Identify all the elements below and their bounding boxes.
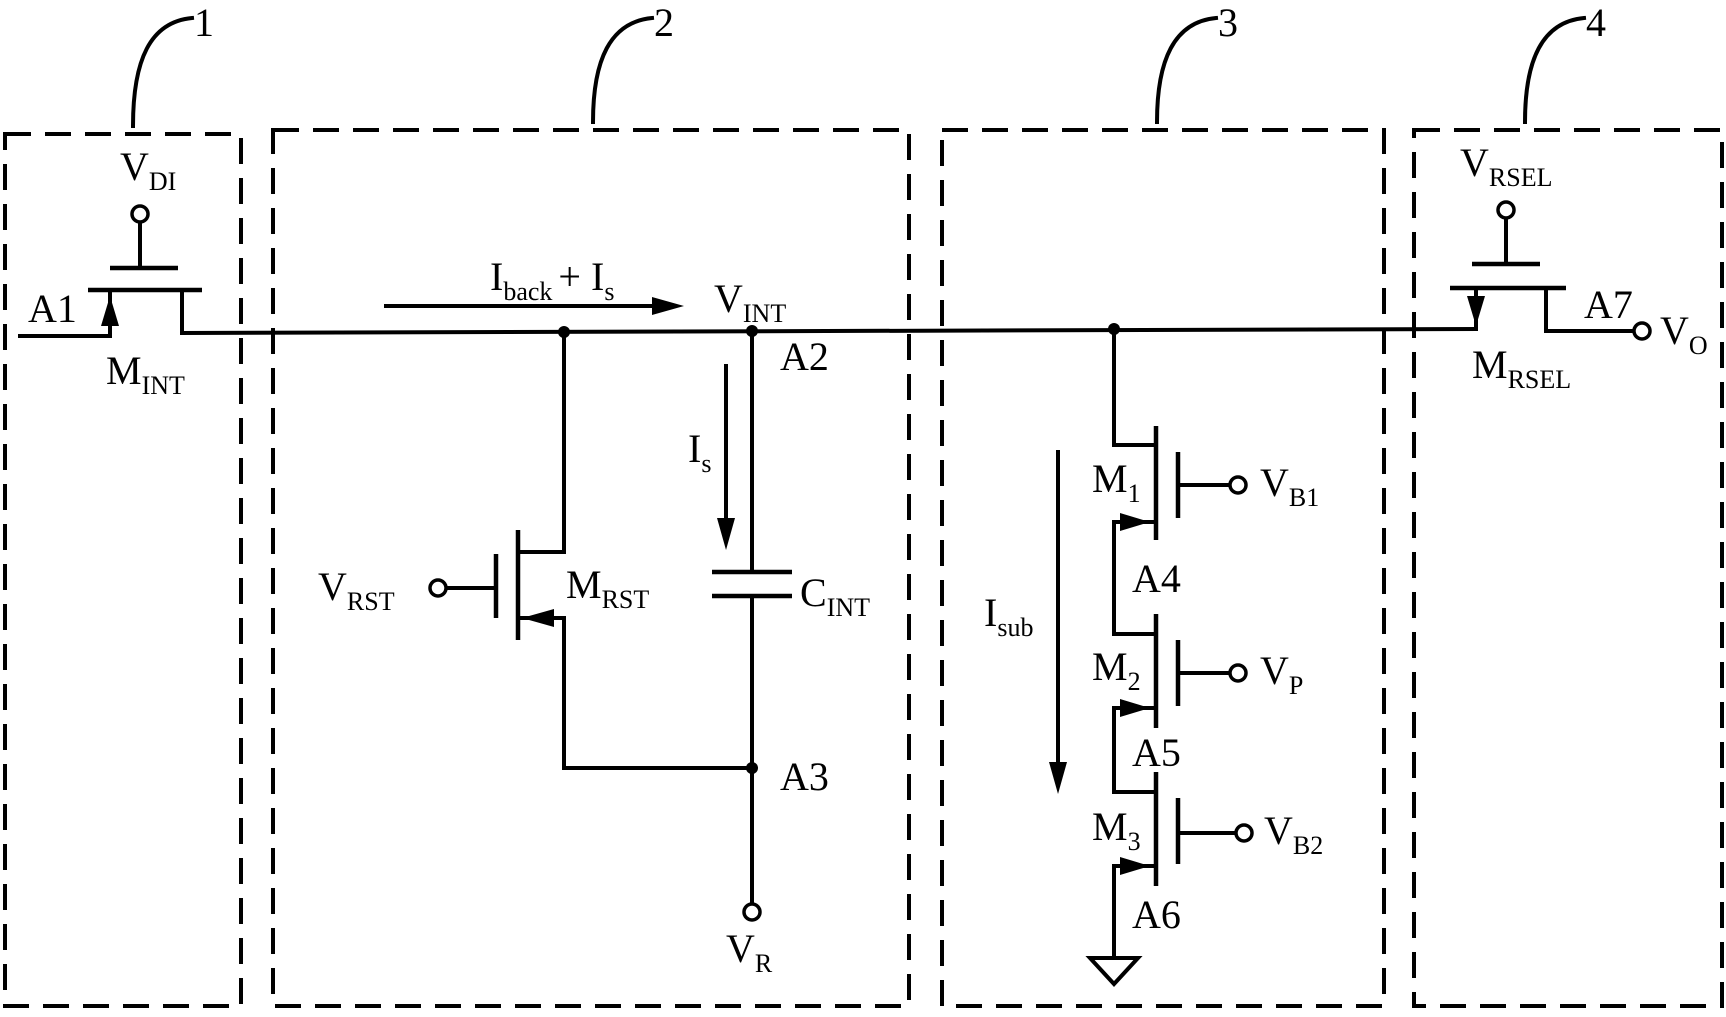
node-a6-label: A6: [1132, 892, 1181, 937]
node-a4-label: A4: [1132, 556, 1181, 601]
block-3-leader: [1154, 15, 1219, 125]
block-4-leader: [1522, 15, 1587, 125]
node-a2-dot: [746, 325, 758, 337]
v-rst-terminal: [428, 578, 448, 598]
v-r-terminal: [742, 902, 762, 922]
v-int-label: VINT: [714, 276, 786, 328]
v-b2-label: VB2: [1264, 808, 1323, 860]
c-int-label: CINT: [800, 570, 870, 622]
i-sub-label: Isub: [984, 590, 1033, 642]
m-rst-transistor: [444, 330, 754, 770]
i-s-label: Is: [688, 426, 711, 478]
v-r-label: VR: [726, 926, 773, 978]
bus-junction-rst: [558, 326, 570, 338]
node-a3-label: A3: [780, 754, 829, 799]
m2-label: M2: [1092, 644, 1141, 696]
v-b1-terminal: [1228, 475, 1248, 495]
ground-icon: [1085, 956, 1143, 987]
block-4-number: 4: [1586, 0, 1606, 45]
block-1-number: 1: [194, 0, 214, 45]
m1-label: M1: [1092, 456, 1141, 508]
v-p-label: VP: [1260, 648, 1303, 700]
v-o-terminal: [1632, 321, 1652, 341]
v-di-terminal: [130, 204, 150, 224]
node-a7-label: A7: [1584, 282, 1633, 327]
m-int-label: MINT: [106, 348, 185, 400]
v-o-label: VO: [1660, 308, 1708, 360]
block-2-leader: [590, 15, 655, 125]
i-back-label: Iback+ Is: [490, 254, 614, 306]
v-di-label: VDI: [120, 144, 176, 196]
block-2-number: 2: [654, 0, 674, 45]
block-4-boundary: [1412, 128, 1724, 1008]
block-3-boundary: [940, 128, 1386, 1008]
block-3-number: 3: [1218, 0, 1238, 45]
node-a3-dot: [746, 762, 758, 774]
m3-label: M3: [1092, 804, 1141, 856]
m-rsel-label: MRSEL: [1472, 342, 1571, 394]
v-b2-terminal: [1234, 823, 1254, 843]
v-b1-label: VB1: [1260, 460, 1319, 512]
node-a2-label: A2: [780, 334, 829, 379]
cascode-stack: [1085, 327, 1236, 987]
block-1-boundary: [3, 132, 243, 1008]
block-1-leader: [130, 15, 195, 129]
block-2-boundary: [271, 128, 911, 1008]
c-int-capacitor: [712, 329, 792, 904]
m-int-transistor: [18, 220, 202, 338]
m-rst-label: MRST: [566, 562, 649, 614]
v-rst-label: VRST: [318, 564, 395, 616]
m-rsel-transistor: [1450, 216, 1634, 333]
node-a5-label: A5: [1132, 730, 1181, 775]
v-rsel-label: VRSEL: [1460, 140, 1552, 192]
v-p-terminal: [1228, 663, 1248, 683]
v-rsel-terminal: [1496, 200, 1516, 220]
node-a1-label: A1: [28, 286, 77, 331]
v-int-bus: [179, 326, 1479, 336]
